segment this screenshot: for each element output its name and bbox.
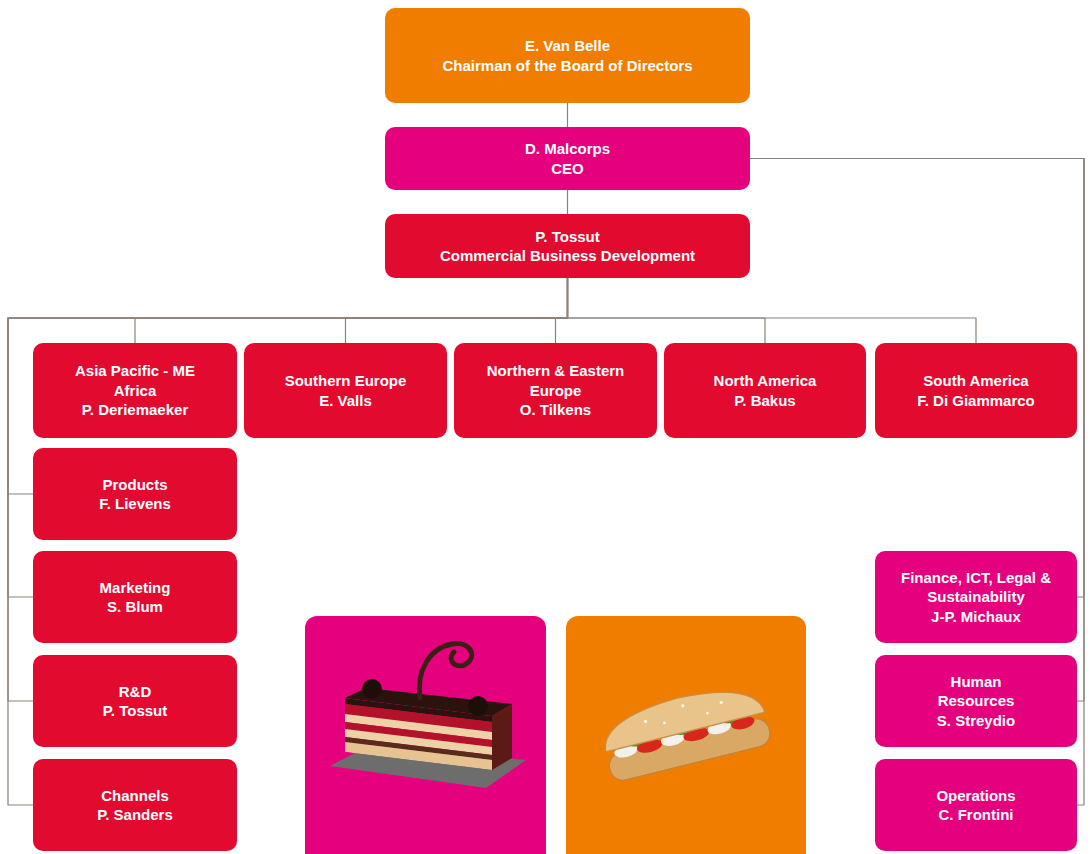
region-box: South AmericaF. Di Giammarco <box>875 343 1077 438</box>
box-subtext: O. Tilkens <box>520 400 591 420</box>
box-subtext: S. Blum <box>107 597 163 617</box>
box-heading: R&D <box>119 682 152 702</box>
box-subtext: F. Di Giammarco <box>917 391 1035 411</box>
chairman-box: E. Van BelleChairman of the Board of Dir… <box>385 8 750 103</box>
box-subtext: C. Frontini <box>939 805 1014 825</box>
box-subtext: P. Deriemaeker <box>82 400 188 420</box>
function-box: MarketingS. Blum <box>33 551 237 643</box>
connector-line <box>556 278 568 343</box>
box-subtext: Commercial Business Development <box>440 246 695 266</box>
connector-line <box>750 159 1084 806</box>
box-heading: Finance, ICT, Legal & Sustainability <box>894 568 1059 607</box>
business-box: P. TossutCommercial Business Development <box>385 214 750 278</box>
box-heading: P. Tossut <box>535 227 599 247</box>
box-heading: D. Malcorps <box>525 139 610 159</box>
support-box: Human ResourcesS. Streydio <box>875 655 1077 747</box>
box-heading: Operations <box>936 786 1015 806</box>
box-subtext: Chairman of the Board of Directors <box>442 56 692 76</box>
sandwich-illustration <box>566 616 806 854</box>
flour-dot <box>644 719 648 723</box>
box-subtext: S. Streydio <box>937 711 1015 731</box>
cake-illustration <box>305 616 546 854</box>
box-subtext: CEO <box>551 159 584 179</box>
region-box: Southern EuropeE. Valls <box>244 343 447 438</box>
function-box: ChannelsP. Sanders <box>33 759 237 851</box>
connector-layer <box>8 103 1084 805</box>
flour-dot <box>706 711 709 714</box>
ceo-box: D. MalcorpsCEO <box>385 127 750 190</box>
box-subtext: J-P. Michaux <box>931 607 1021 627</box>
illustration-tile <box>305 616 546 854</box>
flour-dot <box>719 701 723 705</box>
connector-line <box>568 278 766 343</box>
support-box: Finance, ICT, Legal & SustainabilityJ-P.… <box>875 551 1077 643</box>
region-box: Northern & Eastern EuropeO. Tilkens <box>454 343 657 438</box>
box-heading: North America <box>714 371 817 391</box>
box-subtext: P. Sanders <box>97 805 173 825</box>
box-heading: Southern Europe <box>285 371 407 391</box>
box-heading: Channels <box>101 786 169 806</box>
function-box: R&DP. Tossut <box>33 655 237 747</box>
box-heading: Products <box>102 475 167 495</box>
cake-layer <box>345 742 492 770</box>
region-box: North AmericaP. Bakus <box>664 343 866 438</box>
function-box: ProductsF. Lievens <box>33 448 237 540</box>
box-heading: Northern & Eastern Europe <box>486 361 626 400</box>
box-heading: Human Resources <box>921 672 1031 711</box>
region-box: Asia Pacific - ME AfricaP. Deriemaeker <box>33 343 237 438</box>
cake-end <box>492 704 512 770</box>
chocolate-ball <box>468 696 488 716</box>
bread-top <box>597 678 765 752</box>
connector-line <box>346 278 568 343</box>
box-heading: E. Van Belle <box>525 36 610 56</box>
connector-line <box>567 103 568 127</box>
box-heading: Asia Pacific - ME Africa <box>70 361 200 400</box>
box-heading: Marketing <box>100 578 171 598</box>
connector-line <box>8 278 568 701</box>
illustration-tile <box>566 616 806 854</box>
connector-line <box>568 278 977 343</box>
flour-dot <box>663 721 666 724</box>
box-subtext: E. Valls <box>319 391 372 411</box>
flour-dot <box>681 704 685 708</box>
box-subtext: F. Lievens <box>99 494 171 514</box>
sandwich <box>597 678 772 783</box>
chocolate-curl <box>419 644 471 698</box>
box-subtext: P. Tossut <box>103 701 167 721</box>
connector-line <box>567 190 568 214</box>
support-box: OperationsC. Frontini <box>875 759 1077 851</box>
box-heading: South America <box>923 371 1028 391</box>
box-subtext: P. Bakus <box>734 391 795 411</box>
connector-line <box>135 278 568 343</box>
chocolate-ball <box>362 679 382 699</box>
